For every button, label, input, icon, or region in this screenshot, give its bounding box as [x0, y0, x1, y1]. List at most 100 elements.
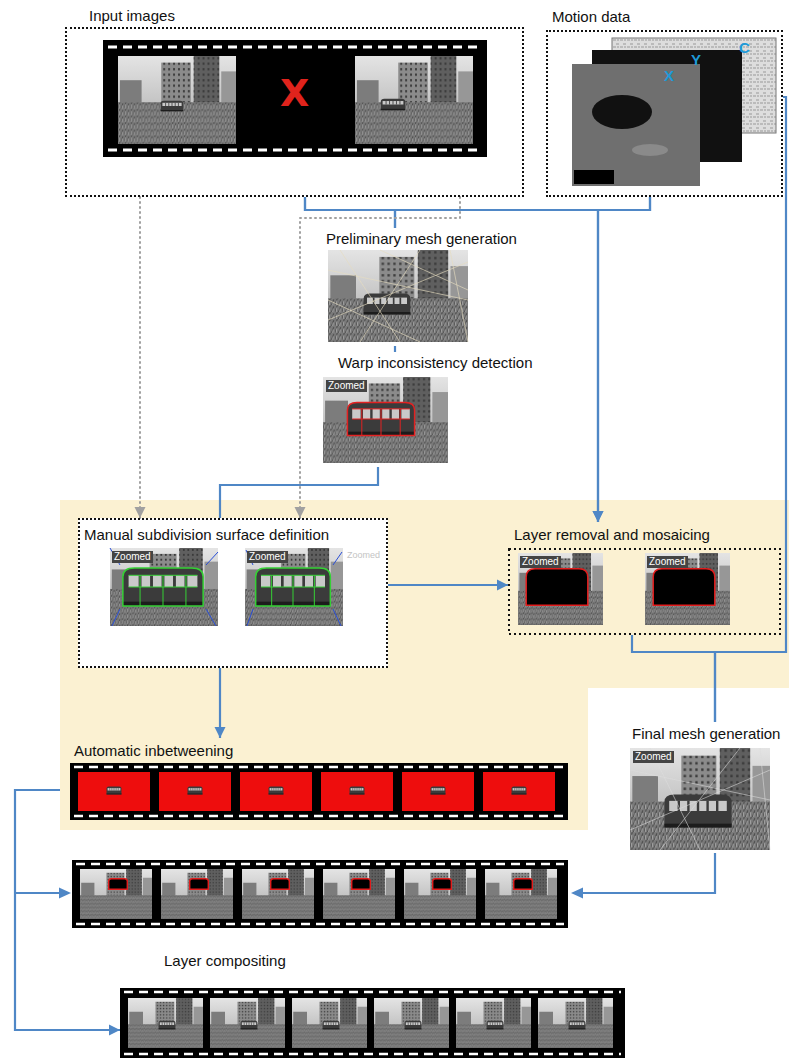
arrow-head	[497, 580, 508, 591]
zoom-tag: Zoomed	[647, 556, 688, 568]
inbetween-film-strip-part	[431, 787, 446, 795]
arrow-head	[295, 507, 306, 518]
connector-line	[305, 197, 395, 228]
subdivision-preview-part	[110, 548, 218, 626]
branch-arrow-part	[59, 888, 71, 899]
composite-film-strip-part	[128, 998, 203, 1048]
final-mesh-preview-part	[630, 748, 770, 850]
composite-film-strip-part	[405, 1021, 422, 1030]
connector-line	[305, 197, 598, 522]
node-label: Manual subdivision surface definition	[84, 526, 329, 544]
inbetween-film-strip-part	[70, 763, 568, 820]
flow-connector	[388, 580, 508, 591]
warp-preview-part	[347, 403, 414, 436]
zoom-tag: Zoomed	[347, 551, 380, 560]
composite-film-strip-part	[124, 991, 621, 994]
process-step: Final mesh generation	[628, 722, 786, 853]
background-film-strip-part	[433, 879, 452, 889]
flow-connector	[715, 97, 786, 722]
inbetween-film-strip-part	[269, 787, 284, 795]
connector-line	[394, 346, 396, 352]
connector-line	[139, 197, 141, 518]
motion-field-stack-part	[592, 95, 652, 129]
arrow-head	[135, 507, 146, 518]
inbetween-film-strip-part	[74, 766, 564, 769]
node-label: Input images	[89, 7, 175, 25]
motion-panel: Motion data	[546, 30, 783, 197]
branch-arrow-part	[571, 888, 583, 899]
connector-line	[388, 584, 508, 586]
background-film-strip-part	[190, 879, 209, 889]
removal-preview-part	[526, 569, 588, 605]
zoom-tag: Zoomed	[326, 380, 367, 392]
subdivision-preview-part	[246, 550, 342, 626]
background-film-strip-part	[72, 860, 568, 928]
mesh-preview-part	[328, 250, 468, 342]
node-label: Automatic inbetweening	[74, 742, 233, 760]
subdivision-preview-part	[256, 568, 331, 606]
inbetween-film-strip-part	[483, 772, 555, 811]
arrow-head	[593, 511, 604, 522]
film-step: Layer compositing	[120, 950, 626, 1062]
composite-film-strip-part	[120, 988, 625, 1058]
inbetween-film-strip-part	[321, 772, 393, 811]
arrow-head	[593, 511, 604, 522]
flow-connector	[215, 668, 226, 738]
background-film-strip-part	[242, 869, 314, 919]
arrow-head	[215, 727, 226, 738]
zoom-tag: Zoomed	[520, 556, 561, 568]
subdivision-preview-part	[256, 568, 331, 606]
cross-mark: X	[280, 74, 309, 112]
manual-panel: Manual subdivision surface definition	[78, 518, 388, 668]
film-step: Automatic inbetweening	[60, 738, 575, 828]
subdivision-preview-part	[123, 568, 203, 606]
composite-film-strip-part	[456, 998, 531, 1048]
zoom-tag: Zoomed	[112, 551, 153, 563]
arrow-head	[109, 1025, 120, 1036]
composite-film-strip-part	[538, 998, 613, 1048]
flow-connector	[305, 197, 395, 228]
composite-film-strip-part	[210, 998, 285, 1048]
background-film-strip-part	[109, 879, 128, 889]
background-film-strip-part	[271, 879, 290, 889]
motion-field-stack-part	[632, 144, 668, 156]
input-film-strip-part	[108, 149, 482, 152]
inbetween-film-strip-part	[402, 772, 474, 811]
composite-film-strip-part	[487, 1021, 504, 1030]
branch-arrow-part	[15, 892, 60, 894]
flow-connector	[220, 467, 378, 518]
flow-connector	[15, 790, 120, 1036]
node-label: Preliminary mesh generation	[326, 230, 517, 248]
flow-connector	[395, 197, 650, 228]
motion-field-stack	[572, 38, 776, 186]
dotted-arrow	[135, 197, 146, 518]
motion-field-stack-part	[572, 64, 700, 186]
composite-film-strip-part	[569, 1021, 586, 1030]
inbetween-film-strip-part	[512, 787, 527, 795]
subdivision-preview-part	[110, 548, 218, 626]
connector-line	[598, 197, 650, 522]
connector-line	[715, 97, 786, 722]
inbetween-film-strip-part	[188, 787, 203, 795]
background-film-strip-part	[76, 923, 564, 926]
flow-connector	[305, 197, 604, 522]
inbetween-film-strip-part	[159, 772, 231, 811]
background-film-strip-part	[352, 879, 371, 889]
connector-line	[220, 467, 378, 518]
input-film-strip	[103, 40, 487, 157]
subdivision-preview-part	[123, 568, 203, 606]
input-film-strip-part	[103, 40, 487, 157]
process-step: Preliminary mesh generation	[322, 228, 532, 346]
input-film-strip-part	[108, 46, 482, 49]
node-label: Layer compositing	[164, 952, 286, 970]
flow-connector	[632, 635, 715, 722]
composite-film-strip-part	[159, 1021, 176, 1030]
connector-line	[395, 197, 650, 228]
panel-ground	[78, 518, 388, 668]
input-panel: Input images	[65, 27, 524, 197]
subdivision-preview	[110, 548, 343, 626]
composite-film-strip-part	[374, 998, 449, 1048]
background-film-strip-part	[485, 869, 557, 919]
background-film-strip-part	[514, 879, 533, 889]
